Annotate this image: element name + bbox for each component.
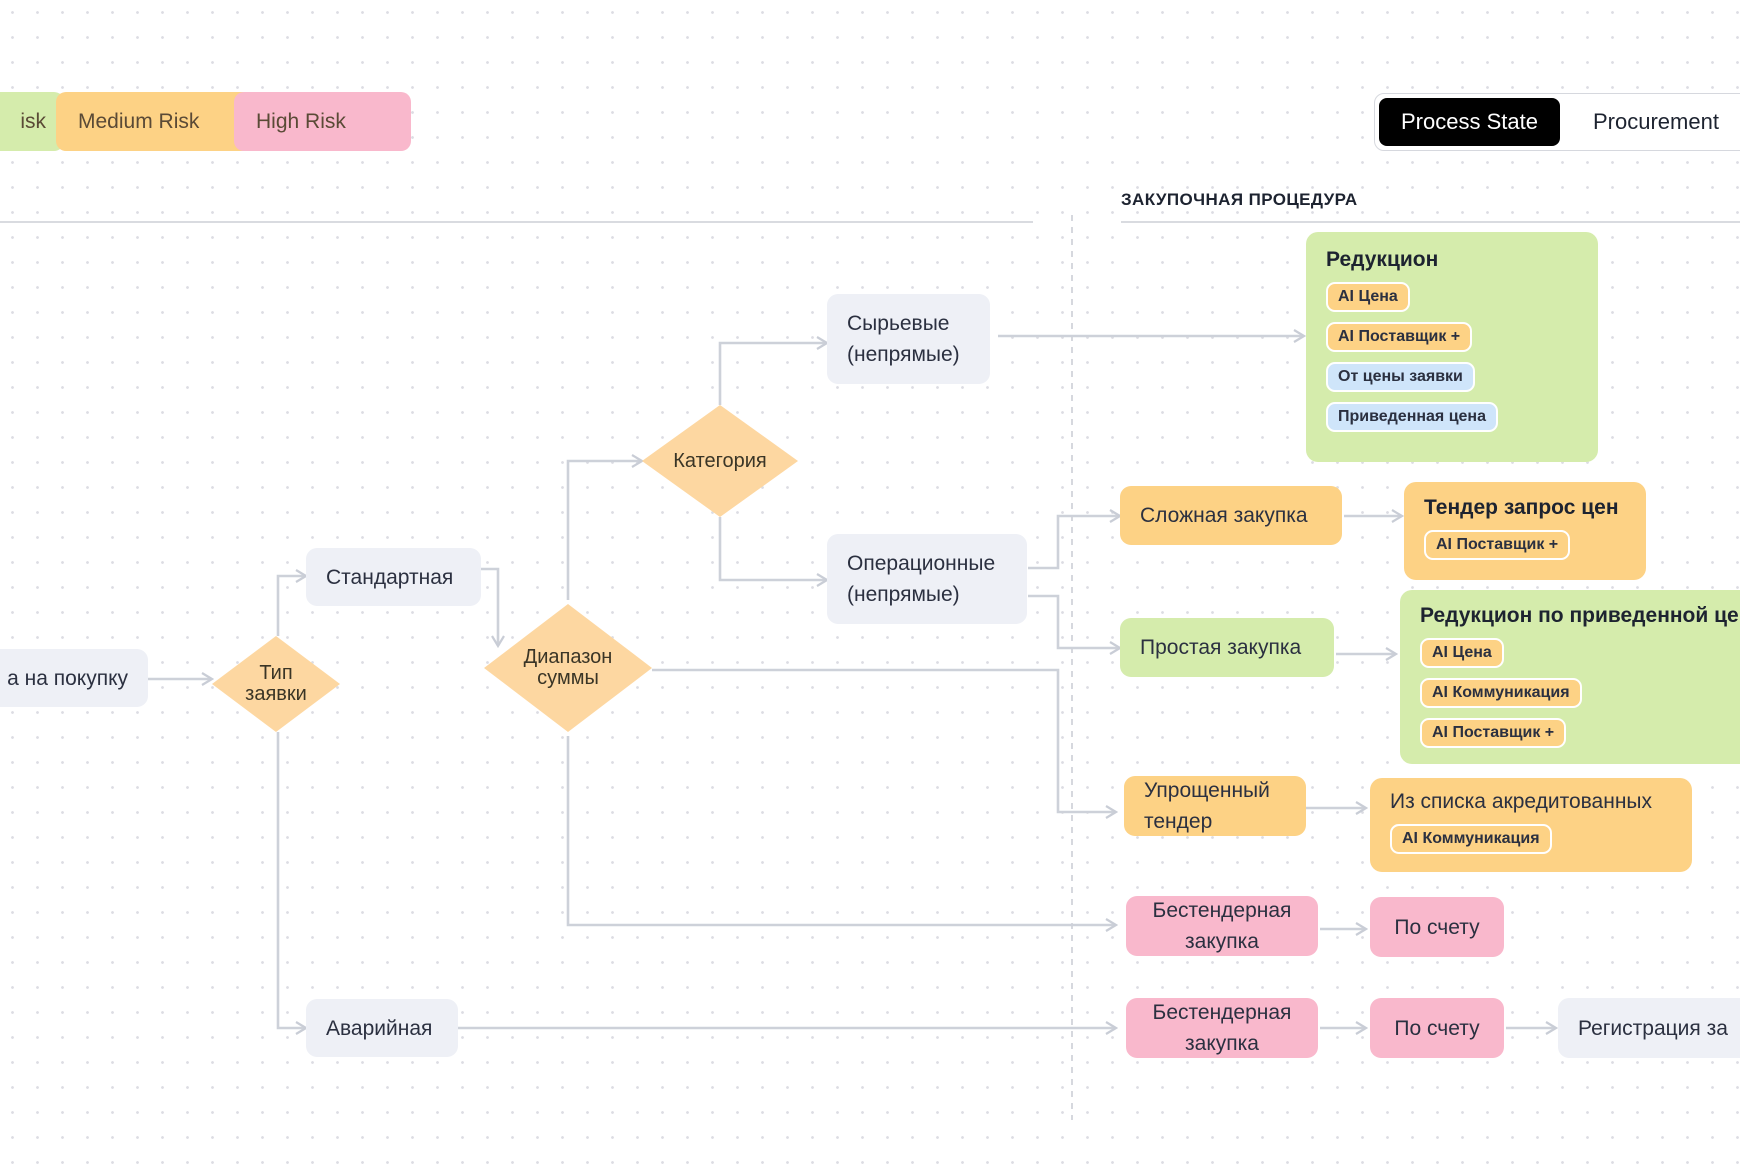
node-simplified-tender[interactable]: Упрощенный тендер [1124, 776, 1306, 836]
node-simplified-tender-label: Упрощенный тендер [1144, 779, 1270, 833]
node-raw-materials[interactable]: Сырьевые (непрямые) [827, 294, 990, 384]
legend-high-risk-label: High Risk [256, 109, 346, 133]
tag-ai-supplier[interactable]: AI Поставщик + [1420, 718, 1567, 748]
legend-medium-risk-label: Medium Risk [78, 109, 200, 133]
edge-operational-simple [1028, 594, 1120, 648]
node-by-invoice-2[interactable]: По счету [1370, 998, 1504, 1058]
view-toggle: Process State Procurement [1374, 93, 1740, 151]
node-simple-purchase-label: Простая закупка [1140, 636, 1302, 659]
edge-type-emergency [276, 732, 306, 1028]
decision-category[interactable]: Категория [642, 405, 798, 517]
node-emergency[interactable]: Аварийная [306, 999, 458, 1057]
node-no-tender-2[interactable]: Бестендерная закупка [1126, 998, 1318, 1058]
group-reduction-title: Редукцион [1326, 248, 1439, 271]
tag-adjusted-price[interactable]: Приведенная цена [1326, 402, 1498, 432]
edge-category-operational [718, 517, 827, 580]
node-standard[interactable]: Стандартная [306, 548, 481, 606]
edge-amount-notender [566, 736, 1116, 925]
legend-medium-risk[interactable]: Medium Risk [56, 92, 268, 151]
group-tender-price-request[interactable]: Тендер запрос цен AI Поставщик + [1404, 482, 1646, 580]
group-accredited-list[interactable]: Из списка акредитованных AI Коммуникация [1370, 778, 1692, 872]
group-reduction-adjusted-title: Редукцион по приведенной це [1420, 604, 1739, 627]
edge-amount-category [566, 461, 642, 600]
node-emergency-label: Аварийная [326, 1016, 433, 1040]
node-complex-purchase-label: Сложная закупка [1140, 504, 1308, 527]
tag-ai-supplier[interactable]: AI Поставщик + [1424, 530, 1571, 560]
toggle-process-state-label: Process State [1401, 109, 1538, 134]
node-operational[interactable]: Операционные (непрямые) [827, 534, 1027, 624]
tag-from-request-price[interactable]: От цены заявки [1326, 362, 1475, 392]
edge-amount-simplified [652, 668, 1116, 812]
node-no-tender-2-label: Бестендерная закупка [1152, 1001, 1292, 1055]
group-tender-title: Тендер запрос цен [1424, 496, 1619, 519]
legend-low-risk-label: isk [20, 109, 46, 133]
tag-ai-price[interactable]: AI Цена [1326, 282, 1410, 312]
node-simple-purchase[interactable]: Простая закупка [1120, 618, 1334, 677]
node-by-invoice-2-label: По счету [1394, 1016, 1480, 1040]
toggle-procurement-label: Procurement [1593, 109, 1719, 134]
group-reduction[interactable]: Редукцион AI Цена AI Поставщик + От цены… [1306, 232, 1598, 462]
node-complex-purchase[interactable]: Сложная закупка [1120, 486, 1342, 545]
edge-type-standard [276, 576, 306, 636]
decision-amount-range-label: Диапазон суммы [523, 646, 613, 689]
node-by-invoice-1-label: По счету [1394, 915, 1480, 939]
section-title-procurement: ЗАКУПОЧНАЯ ПРОЦЕДУРА [1121, 190, 1358, 209]
node-purchase-request[interactable]: а на покупку [0, 649, 148, 707]
decision-amount-range[interactable]: Диапазон суммы [484, 604, 652, 732]
node-no-tender-1-label: Бестендерная закупка [1152, 899, 1292, 953]
tag-ai-communication[interactable]: AI Коммуникация [1420, 678, 1582, 708]
node-registration[interactable]: Регистрация за [1558, 998, 1740, 1058]
edge-category-raw [718, 343, 827, 405]
node-raw-materials-label: Сырьевые (непрямые) [847, 312, 960, 366]
node-no-tender-1[interactable]: Бестендерная закупка [1126, 896, 1318, 956]
decision-request-type-label: Тип заявки [245, 662, 307, 705]
group-reduction-adjusted[interactable]: Редукцион по приведенной це AI Цена AI К… [1400, 590, 1740, 764]
toggle-process-state[interactable]: Process State [1379, 98, 1560, 146]
node-purchase-request-label: а на покупку [7, 666, 128, 690]
legend-low-risk[interactable]: isk [0, 92, 64, 151]
toggle-procurement[interactable]: Procurement [1571, 98, 1740, 146]
node-standard-label: Стандартная [326, 565, 454, 589]
node-registration-label: Регистрация за [1578, 1016, 1728, 1040]
tag-ai-price[interactable]: AI Цена [1420, 638, 1504, 668]
tag-ai-communication[interactable]: AI Коммуникация [1390, 824, 1552, 854]
tag-ai-supplier[interactable]: AI Поставщик + [1326, 322, 1473, 352]
group-accredited-title: Из списка акредитованных [1390, 790, 1653, 813]
node-operational-label: Операционные (непрямые) [847, 552, 996, 606]
decision-request-type[interactable]: Тип заявки [212, 636, 340, 732]
decision-category-label: Категория [673, 449, 767, 472]
legend-high-risk[interactable]: High Risk [234, 92, 411, 151]
node-by-invoice-1[interactable]: По счету [1370, 897, 1504, 957]
edge-operational-complex [1028, 516, 1120, 570]
